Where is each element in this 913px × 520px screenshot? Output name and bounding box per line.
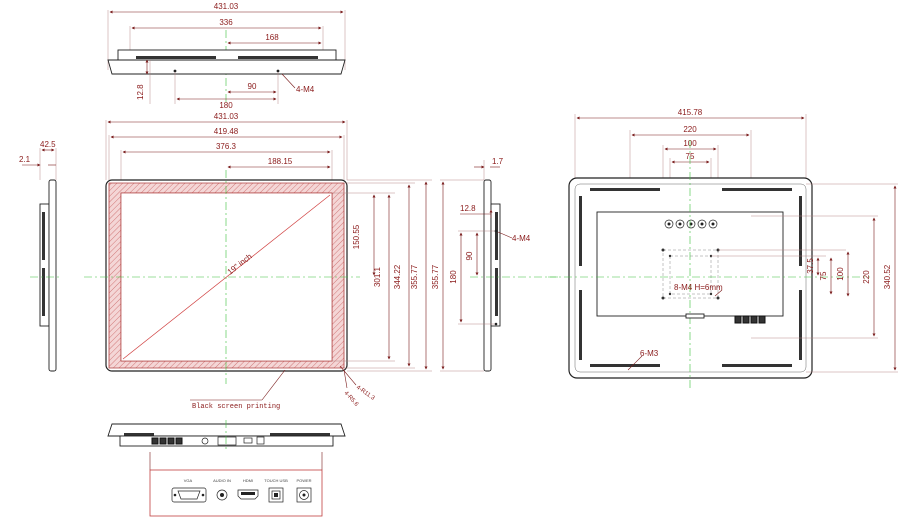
- back-screw-callout: 6-M3: [640, 349, 659, 358]
- back-vesa-75-pattern: [669, 255, 712, 295]
- front-callout-a: 4-R11.3: [355, 385, 376, 402]
- top-hole-offset: 90: [248, 82, 257, 91]
- hdmi-port-icon: [237, 489, 259, 500]
- right-vent-lower: [495, 268, 498, 316]
- back-vesa-large: 220: [683, 125, 697, 134]
- right-hole-offset: 12.8: [460, 204, 476, 213]
- left-bezel-profile: [48, 179, 57, 372]
- front-half-active-height: 150.55: [352, 224, 361, 249]
- left-depth: 42.5: [40, 140, 56, 149]
- front-overall-width: 431.03: [214, 112, 239, 121]
- left-side-view: 42.5 2.1: [19, 140, 62, 372]
- front-bezel-width: 419.48: [214, 127, 239, 136]
- back-vesa-mid-v: 100: [836, 267, 845, 281]
- io-label-vga: VGA: [184, 478, 193, 483]
- io-detail-panel: VGA AUDIO IN HDMI TOUCH USB POWER: [149, 452, 323, 517]
- top-view: 431.03 336 168 180 90 4-M4 12.8: [107, 2, 346, 110]
- back-offset-v: 37.5: [806, 258, 815, 274]
- top-overall-width: 431.03: [214, 2, 239, 11]
- right-bezel-profile: [483, 179, 492, 372]
- front-print-note: Black screen printing: [192, 403, 280, 411]
- left-lip: 2.1: [19, 155, 31, 164]
- right-hole-callout: 4-M4: [512, 234, 531, 243]
- usb-b-port-icon: [268, 487, 284, 503]
- back-vesa-small-v: 75: [819, 271, 828, 280]
- front-bezel-height: 344.22: [393, 264, 402, 289]
- back-vesa-callout: 8-M4 H=6mm: [674, 283, 723, 292]
- io-label-touch-usb: TOUCH USB: [264, 478, 288, 483]
- top-bezel-profile: [107, 59, 346, 75]
- power-jack-icon: [296, 487, 312, 503]
- front-view: 431.03 419.48 376.3 188.15 19" inch 150.…: [84, 112, 432, 411]
- io-label-power: POWER: [296, 478, 311, 483]
- right-vent-upper: [495, 212, 498, 260]
- io-label-audio: AUDIO IN: [213, 478, 231, 483]
- left-vent-upper: [42, 212, 45, 260]
- right-hole-span-large: 180: [449, 270, 458, 284]
- front-overall-height: 355.77: [410, 264, 419, 289]
- audio-jack-icon: [216, 489, 228, 501]
- top-vent-slots: [136, 56, 318, 59]
- back-vesa-100-pattern: [662, 249, 719, 299]
- top-half-mount-span: 168: [265, 33, 279, 42]
- right-bezel-depth: 1.7: [492, 157, 504, 166]
- front-callout-b: 4-R5.6: [343, 390, 360, 408]
- back-overall-width: 415.78: [678, 108, 703, 117]
- back-bottom-ports: [685, 313, 766, 324]
- back-vesa-large-v: 220: [862, 270, 871, 284]
- top-depth: 12.8: [136, 84, 145, 100]
- left-vent-lower: [42, 268, 45, 316]
- back-connector-row: [664, 219, 718, 229]
- io-label-hdmi: HDMI: [243, 478, 253, 483]
- back-vent-grilles: [579, 188, 802, 367]
- right-overall-height: 355.77: [431, 264, 440, 289]
- bottom-connectors: [151, 436, 265, 446]
- back-overall-height: 340.52: [883, 264, 892, 289]
- top-mount-span: 336: [219, 18, 233, 27]
- front-active-height: 301.1: [373, 266, 382, 287]
- front-active-width: 376.3: [216, 142, 237, 151]
- top-hole-callout: 4-M4: [296, 85, 315, 94]
- top-hole-span: 180: [219, 101, 233, 110]
- right-hole-span-small: 90: [465, 251, 474, 260]
- bottom-view: [107, 420, 346, 452]
- right-rear-housing: [490, 203, 501, 327]
- back-view: 415.78 220 100 75: [548, 108, 898, 390]
- right-side-view: 1.7 12.8 90 180 355.77 4-M4: [431, 157, 560, 372]
- vga-port-icon: [171, 487, 207, 503]
- front-half-active-width: 188.15: [268, 157, 293, 166]
